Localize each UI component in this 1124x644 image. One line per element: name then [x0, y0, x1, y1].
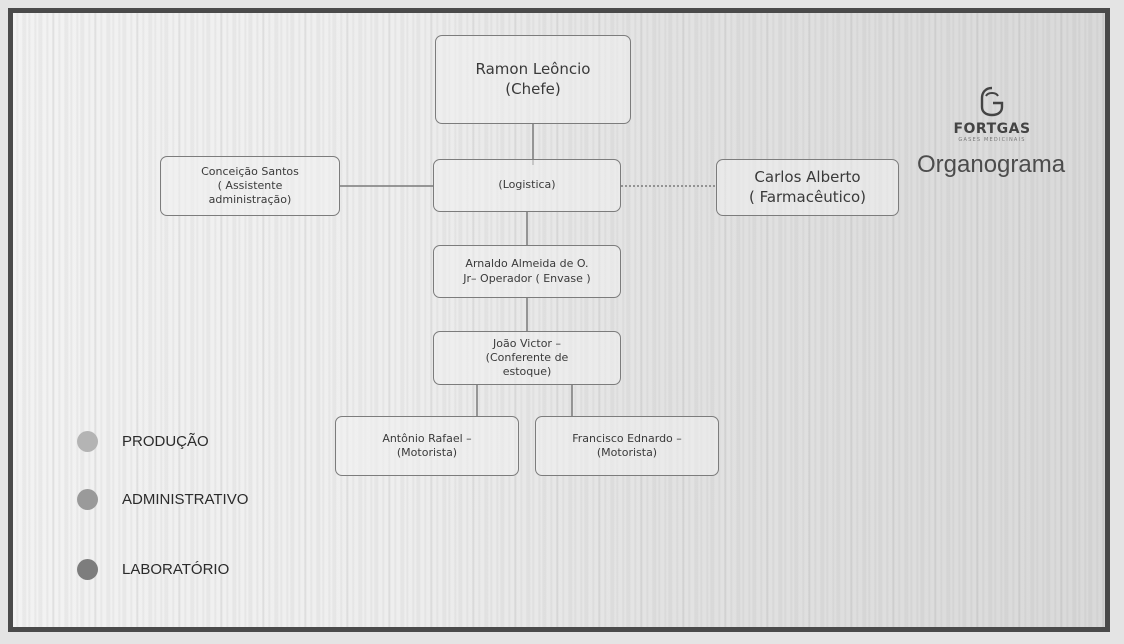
- node-farmaceutico: Carlos Alberto ( Farmacêutico): [716, 159, 899, 216]
- node-conferente: João Victor – (Conferente de estoque): [433, 331, 621, 385]
- legend-item-administrativo: ADMINISTRATIVO: [77, 489, 248, 510]
- legend-label-producao: PRODUÇÃO: [122, 433, 209, 450]
- node-farmaceutico-label: Carlos Alberto ( Farmacêutico): [748, 168, 867, 206]
- legend-dot-administrativo: [77, 489, 98, 510]
- node-motorista-1-label: Antônio Rafael – (Motorista): [382, 431, 472, 459]
- fortgas-logo-text: FORTGAS: [953, 121, 1031, 137]
- node-chefe-label: Ramon Leôncio (Chefe): [475, 60, 591, 98]
- fortgas-logo: FORTGAS GASES MEDICINAIS: [947, 85, 1037, 143]
- node-conferente-label: João Victor – (Conferente de estoque): [485, 336, 569, 379]
- legend-dot-producao: [77, 431, 98, 452]
- legend-label-laboratorio: LABORATÓRIO: [122, 561, 230, 578]
- fortgas-logo-icon: [980, 86, 1004, 117]
- connector-lines: [340, 124, 716, 416]
- page-title: Organograma: [917, 151, 1066, 178]
- node-motorista-2: Francisco Ednardo – (Motorista): [535, 416, 719, 476]
- node-logistica: (Logistica): [433, 159, 621, 212]
- node-motorista-2-label: Francisco Ednardo – (Motorista): [572, 431, 682, 459]
- node-assistente-label: Conceição Santos ( Assistente administra…: [201, 164, 299, 207]
- slide: Ramon Leôncio (Chefe) Conceição Santos (…: [8, 8, 1110, 632]
- node-operador: Arnaldo Almeida de O. Jr– Operador ( Env…: [433, 245, 621, 298]
- node-operador-label: Arnaldo Almeida de O. Jr– Operador ( Env…: [463, 257, 591, 285]
- node-chefe: Ramon Leôncio (Chefe): [435, 35, 631, 124]
- node-motorista-1: Antônio Rafael – (Motorista): [335, 416, 519, 476]
- legend-label-administrativo: ADMINISTRATIVO: [122, 491, 249, 508]
- node-logistica-label: (Logistica): [498, 178, 556, 192]
- legend-item-producao: PRODUÇÃO: [77, 431, 209, 452]
- fortgas-logo-tagline: GASES MEDICINAIS: [958, 137, 1026, 143]
- node-assistente: Conceição Santos ( Assistente administra…: [160, 156, 340, 216]
- legend-item-laboratorio: LABORATÓRIO: [77, 559, 229, 580]
- legend-dot-laboratorio: [77, 559, 98, 580]
